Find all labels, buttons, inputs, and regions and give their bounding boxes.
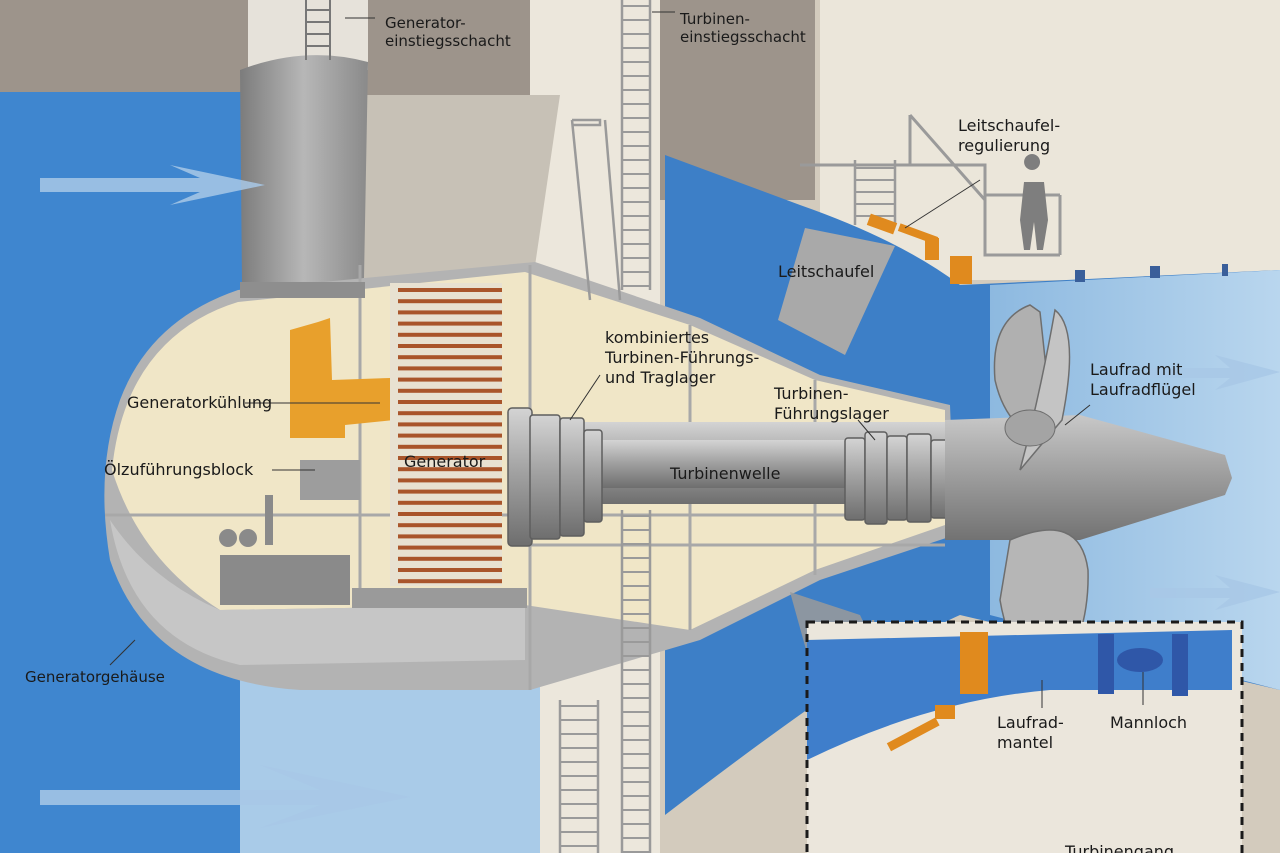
stator-winding-bar [398,332,502,337]
runner-hub [945,415,1232,540]
label-oil-supply-block: Ölzuführungsblock [104,460,254,479]
stator-winding-bar [398,344,502,348]
stator-winding-bar [398,355,502,360]
stator-winding-bar [398,568,502,572]
stator-winding-bar [398,467,502,472]
label-turbine-access-shaft: Turbinen- einstiegsschacht [680,10,806,46]
control-platform [800,114,1062,257]
stator-winding-bar [398,377,502,382]
stator-winding-bar [398,556,502,561]
label-manhole: Mannloch [1110,713,1188,732]
label-guide-vane-control: Leitschaufel- regulierung [958,116,1061,155]
label-turbine-shaft: Turbinenwelle [670,464,781,483]
label-turbine-passage: Turbinengang [1065,842,1175,853]
generator-cooling-unit [290,318,394,438]
stator-winding-bar [398,456,502,460]
label-generator-housing: Generatorgehäuse [25,668,165,686]
shaft-middle [600,440,850,488]
label-guide-vane: Leitschaufel [778,262,875,281]
label-combined-bearing: kombiniertes Turbinen-Führungs- und Trag… [605,328,760,387]
stator-winding-bar [398,366,502,371]
blade-root [1004,409,1056,447]
person-figure [1020,154,1048,250]
inset-border [805,620,1244,853]
generator-base [352,588,527,608]
leader-runner [1064,404,1091,426]
inset-regulator [886,632,988,752]
leader-lines [109,11,876,666]
label-turbine-guide-bearing: Turbinen- Führungslager [774,384,889,423]
stator-winding-bar [398,400,502,404]
stator-winding-bar [398,500,502,505]
guide-vane-regulator [866,213,972,284]
stator-winding-bar [398,489,502,494]
stator-winding-bar [398,444,502,449]
label-generator-cooling: Generatorkühlung [127,393,273,412]
stator-winding-bar [398,433,502,438]
stator-winding-bar [398,310,502,315]
upper-right-hall [820,0,1280,280]
label-generator: Generator [404,452,486,471]
label-runner-casing: Laufrad- mantel [997,713,1064,752]
stator-winding-bar [398,299,502,304]
label-runner: Laufrad mit Laufradflügel [1090,360,1196,399]
stator-winding-bar [398,534,502,539]
inset-manhole-assembly [1098,634,1188,696]
stator-winding-bar [398,545,502,550]
leader-guide-vane-control [904,179,981,229]
interior-machinery [219,495,350,605]
stator-winding-bar [398,523,502,528]
turbine-guide-bearing [844,431,950,525]
stator-winding-bar [398,512,502,516]
stator-winding-bar [398,478,502,483]
flange-bolts [1075,264,1228,282]
label-generator-access-shaft: Generator- einstiegsschacht [385,14,511,50]
ceiling-grating [240,282,365,298]
stator-winding-bar [398,422,502,427]
stator-winding-bar [398,579,502,584]
stator-winding-bar [398,321,502,326]
oil-supply-block [300,460,360,500]
stator-winding-bar [398,288,502,292]
upper-concrete-block [360,95,560,300]
stator-winding-bar [398,388,502,393]
flow-arrows [40,165,1280,828]
stator-windings [398,288,502,584]
combined-bearing [507,407,603,547]
stator-winding-bar [398,411,502,416]
housing-floor-shell [110,520,525,665]
tower-ladder [305,0,331,60]
guide-vane [778,228,895,355]
generator-access-tower [240,55,368,289]
